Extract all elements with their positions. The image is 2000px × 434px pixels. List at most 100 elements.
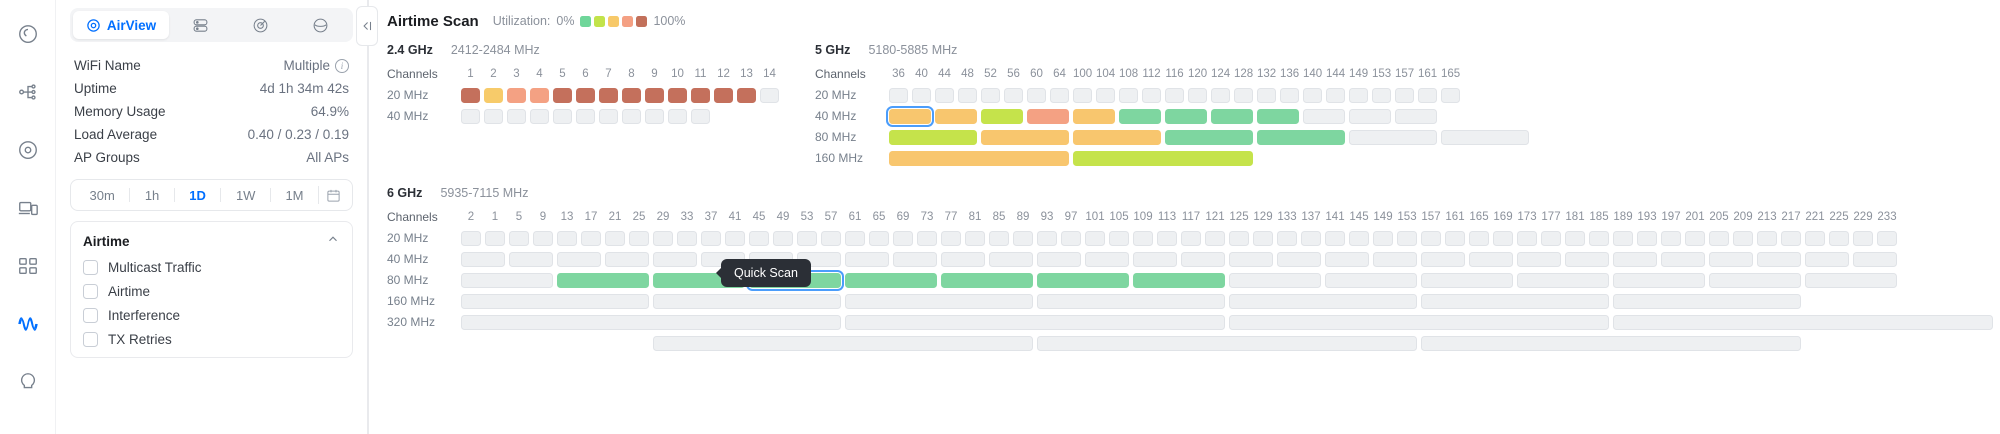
channel-cell[interactable] bbox=[941, 230, 961, 246]
channel-cell[interactable] bbox=[1325, 251, 1369, 267]
channel-cell[interactable] bbox=[821, 230, 841, 246]
channel-cell[interactable] bbox=[557, 230, 577, 246]
channel-cell[interactable] bbox=[576, 87, 595, 103]
channel-cell[interactable] bbox=[1073, 87, 1092, 103]
channel-cell[interactable] bbox=[889, 150, 1069, 166]
channel-cell[interactable] bbox=[1637, 230, 1657, 246]
tab-radar[interactable] bbox=[231, 11, 289, 39]
channel-cell[interactable] bbox=[1757, 251, 1801, 267]
channel-cell[interactable] bbox=[1165, 129, 1253, 145]
range-1m[interactable]: 1M bbox=[285, 187, 304, 203]
channel-cell[interactable] bbox=[1853, 251, 1897, 267]
channel-cell[interactable] bbox=[622, 87, 641, 103]
checkbox-box[interactable] bbox=[83, 284, 98, 299]
channel-cell[interactable] bbox=[691, 108, 710, 124]
channel-cell[interactable] bbox=[461, 87, 480, 103]
channel-cell[interactable] bbox=[576, 108, 595, 124]
channel-cell[interactable] bbox=[507, 87, 526, 103]
channel-cell[interactable] bbox=[1027, 108, 1069, 124]
channel-cell[interactable] bbox=[1565, 251, 1609, 267]
channel-cell[interactable] bbox=[1257, 129, 1345, 145]
channel-cell[interactable] bbox=[935, 108, 977, 124]
channel-cell[interactable] bbox=[1303, 108, 1345, 124]
channel-cell[interactable] bbox=[1418, 87, 1437, 103]
checkbox-tx-retries[interactable]: TX Retries bbox=[83, 332, 340, 347]
channel-cell[interactable] bbox=[1349, 108, 1391, 124]
chevron-up-icon[interactable] bbox=[326, 232, 340, 251]
channel-cell[interactable] bbox=[1397, 230, 1417, 246]
channel-cell[interactable] bbox=[1303, 87, 1322, 103]
channel-cell[interactable] bbox=[691, 87, 710, 103]
client-devices-icon[interactable] bbox=[12, 192, 44, 224]
channel-cell[interactable] bbox=[1613, 230, 1633, 246]
channel-cell[interactable] bbox=[1349, 230, 1369, 246]
channel-cell[interactable] bbox=[981, 108, 1023, 124]
channel-cell[interactable] bbox=[1349, 87, 1368, 103]
airview-wave-icon[interactable] bbox=[12, 308, 44, 340]
channel-cell[interactable] bbox=[1073, 108, 1115, 124]
channel-cell[interactable] bbox=[553, 87, 572, 103]
channel-cell[interactable] bbox=[1133, 230, 1153, 246]
channel-cell[interactable] bbox=[668, 108, 687, 124]
channel-cell[interactable] bbox=[1229, 293, 1417, 309]
range-30m[interactable]: 30m bbox=[89, 187, 115, 203]
channel-cell[interactable] bbox=[1441, 87, 1460, 103]
channel-cell[interactable] bbox=[714, 87, 733, 103]
channel-cell[interactable] bbox=[1004, 87, 1023, 103]
channel-cell[interactable] bbox=[701, 230, 721, 246]
channel-cell[interactable] bbox=[1037, 251, 1081, 267]
channel-cell[interactable] bbox=[485, 230, 505, 246]
channel-cell[interactable] bbox=[1257, 87, 1276, 103]
channel-cell[interactable] bbox=[1589, 230, 1609, 246]
tab-airview[interactable]: AirView bbox=[73, 11, 169, 39]
channel-cell[interactable] bbox=[889, 87, 908, 103]
channel-cell[interactable] bbox=[1211, 87, 1230, 103]
channel-cell[interactable] bbox=[1709, 230, 1729, 246]
channel-cell[interactable] bbox=[1541, 230, 1561, 246]
channel-cell[interactable] bbox=[737, 87, 756, 103]
channel-cell[interactable] bbox=[965, 230, 985, 246]
channel-cell[interactable] bbox=[1301, 230, 1321, 246]
collapse-left-icon[interactable] bbox=[356, 6, 378, 46]
channel-cell[interactable] bbox=[1037, 272, 1129, 288]
channel-cell[interactable] bbox=[622, 108, 641, 124]
channel-cell[interactable] bbox=[1205, 230, 1225, 246]
channel-cell[interactable] bbox=[1037, 293, 1225, 309]
channel-cell[interactable] bbox=[845, 230, 865, 246]
channel-cell[interactable] bbox=[1085, 230, 1105, 246]
channel-cell[interactable] bbox=[461, 230, 481, 246]
channel-cell[interactable] bbox=[1229, 314, 1609, 330]
info-icon[interactable]: i bbox=[335, 58, 349, 73]
channel-cell[interactable] bbox=[1181, 230, 1201, 246]
channel-cell[interactable] bbox=[1709, 272, 1801, 288]
channel-cell[interactable] bbox=[845, 314, 1225, 330]
channel-cell[interactable] bbox=[1517, 230, 1537, 246]
channel-cell[interactable] bbox=[1181, 251, 1225, 267]
channel-cell[interactable] bbox=[935, 87, 954, 103]
channel-cell[interactable] bbox=[1805, 230, 1825, 246]
channel-cell[interactable] bbox=[1325, 272, 1417, 288]
channel-cell[interactable] bbox=[889, 129, 977, 145]
channel-cell[interactable] bbox=[1037, 230, 1057, 246]
channel-cell[interactable] bbox=[1469, 230, 1489, 246]
channel-cell[interactable] bbox=[981, 129, 1069, 145]
checkbox-airtime[interactable]: Airtime bbox=[83, 284, 340, 299]
channel-cell[interactable] bbox=[1517, 251, 1561, 267]
channel-cell[interactable] bbox=[1613, 251, 1657, 267]
channel-cell[interactable] bbox=[1257, 108, 1299, 124]
channel-cell[interactable] bbox=[1441, 129, 1529, 145]
topology-icon[interactable] bbox=[12, 76, 44, 108]
channel-cell[interactable] bbox=[1469, 251, 1513, 267]
channel-cell[interactable] bbox=[917, 230, 937, 246]
channel-cell[interactable] bbox=[1709, 251, 1753, 267]
channel-cell[interactable] bbox=[1211, 108, 1253, 124]
channel-cell[interactable] bbox=[1133, 272, 1225, 288]
channel-cell[interactable] bbox=[1421, 272, 1513, 288]
channel-cell[interactable] bbox=[749, 230, 769, 246]
channel-cell[interactable] bbox=[581, 230, 601, 246]
channel-cell[interactable] bbox=[461, 293, 649, 309]
channel-cell[interactable] bbox=[1372, 87, 1391, 103]
channel-cell[interactable] bbox=[1050, 87, 1069, 103]
channel-cell[interactable] bbox=[1685, 230, 1705, 246]
airtime-section-header[interactable]: Airtime bbox=[83, 232, 340, 251]
